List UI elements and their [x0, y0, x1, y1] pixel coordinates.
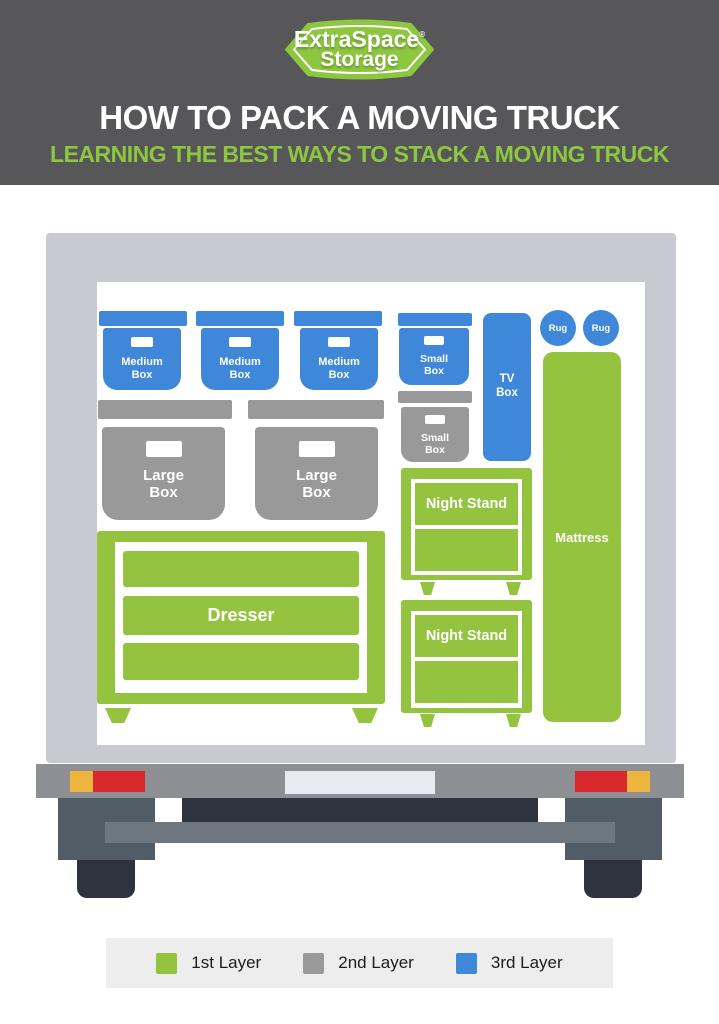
logo-line1: ExtraSpace® [293, 25, 426, 52]
license-plate [285, 771, 435, 794]
medium-box-lid [196, 311, 284, 326]
dresser-drawer [123, 551, 359, 587]
box-handle-icon [328, 337, 350, 347]
night-stand: Night Stand [401, 468, 532, 580]
box-label: Large Box [296, 467, 337, 502]
dresser-foot [105, 708, 131, 723]
dresser-foot [352, 708, 378, 723]
small-box: Small Box [401, 407, 469, 462]
header-banner: ExtraSpace® Storage HOW TO PACK A MOVING… [0, 0, 719, 185]
dresser: Dresser [97, 531, 385, 704]
truck-interior: Medium Box Medium Box Medium Box Small B… [97, 282, 645, 745]
large-box-lid [248, 400, 384, 419]
medium-box: Medium Box [300, 328, 378, 390]
box-handle-icon [424, 336, 444, 345]
box-label: Medium Box [219, 356, 261, 381]
legend-label: 3rd Layer [490, 953, 563, 972]
logo-badge-icon [285, 19, 434, 80]
box-handle-icon [298, 441, 335, 457]
box-handle-icon [425, 415, 445, 424]
box-label: Large Box [143, 467, 184, 502]
night-stand-foot [420, 582, 435, 595]
large-box-lid [98, 400, 232, 419]
rug: Rug [583, 310, 619, 346]
legend-item-1st-layer: 1st Layer [156, 952, 262, 974]
wheel-right [584, 860, 642, 898]
legend-swatch-blue-icon [455, 952, 477, 974]
night-stand: Night Stand [401, 600, 532, 713]
rug: Rug [540, 310, 576, 346]
night-stand-drawer: Night Stand [415, 615, 518, 657]
medium-box: Medium Box [201, 328, 279, 390]
axle-bar [105, 822, 615, 843]
night-stand-foot [506, 582, 521, 595]
logo-line2: Storage [320, 48, 399, 72]
box-label: Small Box [420, 432, 449, 457]
legend-item-3rd-layer: 3rd Layer [455, 952, 563, 974]
page-subtitle: LEARNING THE BEST WAYS TO STACK A MOVING… [50, 141, 669, 167]
tail-light-yellow-right [627, 771, 650, 792]
box-handle-icon [145, 441, 182, 457]
legend-label: 2nd Layer [338, 953, 414, 972]
large-box: Large Box [255, 427, 378, 520]
night-stand-drawer: Night Stand [415, 483, 518, 525]
medium-box-lid [99, 311, 187, 326]
brand-logo: ExtraSpace® Storage [284, 16, 435, 83]
small-box-lid [398, 391, 472, 403]
mattress: Mattress [543, 352, 621, 722]
night-stand-drawer [415, 529, 518, 571]
tv-box: TV Box [483, 313, 531, 461]
dresser-frame: Dresser [115, 542, 367, 693]
medium-box-lid [294, 311, 382, 326]
dresser-drawer [123, 643, 359, 680]
night-stand-frame: Night Stand [411, 479, 522, 575]
logo-wordmark: ExtraSpace [293, 25, 420, 52]
legend: 1st Layer 2nd Layer 3rd Layer [106, 938, 613, 988]
logo-text: ExtraSpace® Storage [284, 16, 435, 83]
box-handle-icon [131, 337, 153, 347]
dresser-drawer: Dresser [123, 596, 359, 635]
box-label: Medium Box [121, 356, 163, 381]
tail-light-yellow-left [70, 771, 93, 792]
night-stand-frame: Night Stand [411, 611, 522, 708]
box-handle-icon [229, 337, 251, 347]
undercarriage-bar [182, 798, 538, 822]
small-box: Small Box [399, 328, 469, 385]
night-stand-foot [506, 714, 521, 727]
legend-swatch-green-icon [156, 952, 178, 974]
medium-box: Medium Box [103, 328, 181, 390]
small-box-lid [398, 313, 472, 326]
page-title: HOW TO PACK A MOVING TRUCK [99, 99, 620, 136]
registered-mark-icon: ® [419, 29, 426, 39]
night-stand-foot [420, 714, 435, 727]
legend-item-2nd-layer: 2nd Layer [303, 952, 414, 974]
box-label: Medium Box [318, 356, 360, 381]
tail-light-red-left [93, 771, 145, 792]
box-label: Small Box [419, 353, 448, 378]
truck-body: Medium Box Medium Box Medium Box Small B… [46, 233, 676, 763]
tail-light-red-right [575, 771, 627, 792]
large-box: Large Box [102, 427, 225, 520]
night-stand-drawer [415, 661, 518, 703]
legend-label: 1st Layer [191, 953, 262, 972]
wheel-left [77, 860, 135, 898]
legend-swatch-gray-icon [303, 952, 325, 974]
